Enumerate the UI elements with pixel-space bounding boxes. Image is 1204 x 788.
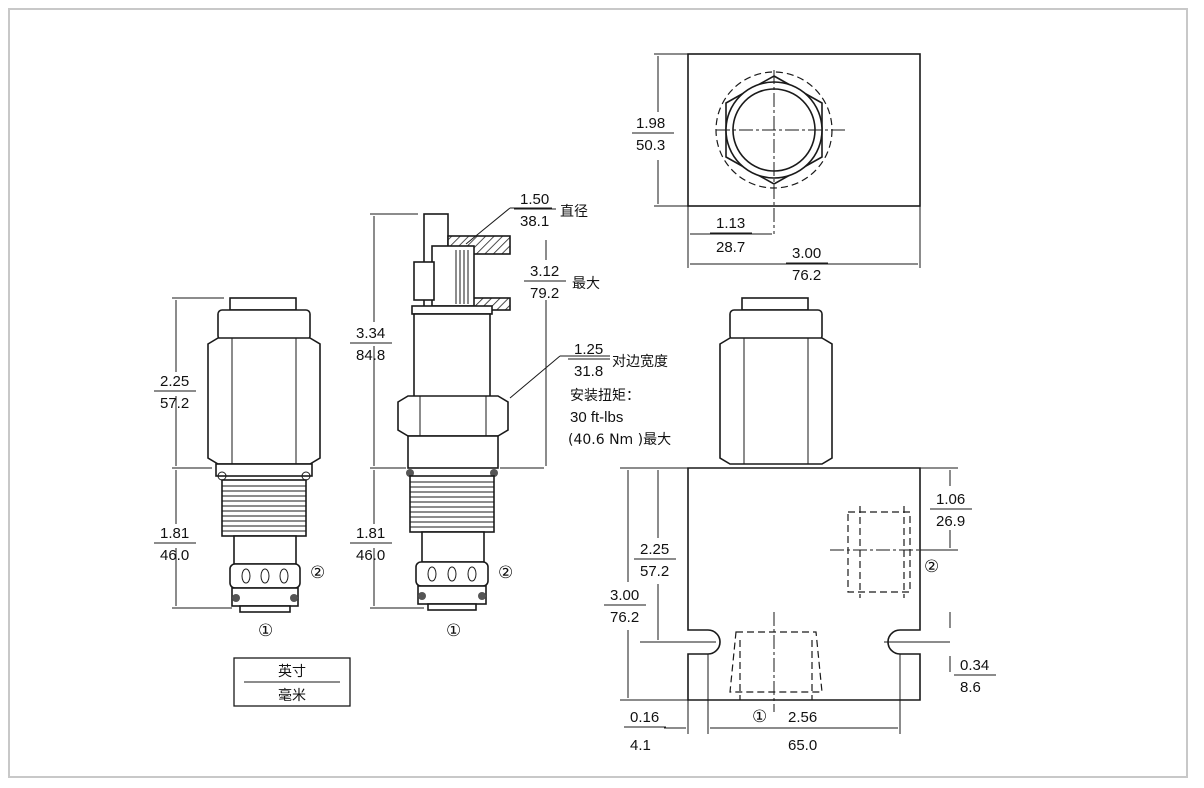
port-2-label: ② (310, 563, 325, 583)
port-1-label-mid: ① (446, 621, 461, 641)
torque-label: 安装扭矩： (570, 388, 640, 404)
blk-h-in: 3.00 (610, 587, 639, 604)
cartridge-side-view (207, 297, 321, 613)
holes-in: 2.56 (788, 709, 817, 726)
top-w-mm: 76.2 (792, 267, 821, 284)
port-1-label: ① (258, 621, 273, 641)
dimension-labels: 2.25 57.2 1.81 46.0 ② ① 3.34 84.8 1.81 4… (154, 115, 996, 754)
port-1-label-block: ① (752, 707, 767, 727)
top-x-mm: 28.7 (716, 239, 745, 256)
blk-y-in: 2.25 (640, 541, 669, 558)
units-legend: 英寸 毫米 (233, 657, 351, 707)
top-h-mm: 50.3 (636, 137, 665, 154)
d-hex-label: 对边宽度 (612, 353, 668, 370)
l-bot-mm: 46.0 (160, 547, 189, 564)
block-top-view (687, 53, 921, 234)
d-dia-in: 1.50 (520, 191, 549, 208)
top-x-in: 1.13 (716, 215, 745, 232)
d-max-in: 3.12 (530, 263, 559, 280)
dimension-lines (172, 53, 958, 734)
d-max-label: 最大 (572, 276, 600, 292)
blk-h-mm: 76.2 (610, 609, 639, 626)
port-2-label-mid: ② (498, 563, 513, 583)
hole-in: 0.34 (960, 657, 989, 674)
torque-ftlbs: 30 ft-lbs (570, 409, 623, 426)
l-top-mm: 57.2 (160, 395, 189, 412)
top-w-in: 3.00 (792, 245, 821, 262)
d-len-in: 3.34 (356, 325, 385, 342)
edge-in: 0.16 (630, 709, 659, 726)
blk-y-mm: 57.2 (640, 563, 669, 580)
d-hex-in: 1.25 (574, 341, 603, 358)
drawing-frame (8, 8, 1188, 778)
d-dia-mm: 38.1 (520, 213, 549, 230)
cartridge-adjust-view (397, 213, 511, 611)
port-2-label-block: ② (924, 557, 939, 577)
edge-mm: 4.1 (630, 737, 651, 754)
port-y-mm: 26.9 (936, 513, 965, 530)
l-top-in: 2.25 (160, 373, 189, 390)
port-y-in: 1.06 (936, 491, 965, 508)
l-bot-in: 1.81 (160, 525, 189, 542)
holes-mm: 65.0 (788, 737, 817, 754)
unit-inch: 英寸 (278, 663, 306, 680)
m-bot-mm: 46.0 (356, 547, 385, 564)
d-len-mm: 84.8 (356, 347, 385, 364)
d-hex-mm: 31.8 (574, 363, 603, 380)
d-max-mm: 79.2 (530, 285, 559, 302)
m-bot-in: 1.81 (356, 525, 385, 542)
block-front-view (640, 297, 950, 712)
hole-mm: 8.6 (960, 679, 981, 696)
unit-mm: 毫米 (278, 687, 306, 704)
d-dia-label: 直径 (560, 203, 588, 220)
top-h-in: 1.98 (636, 115, 665, 132)
torque-nm: (40.6 Nm )最大 (568, 432, 671, 448)
